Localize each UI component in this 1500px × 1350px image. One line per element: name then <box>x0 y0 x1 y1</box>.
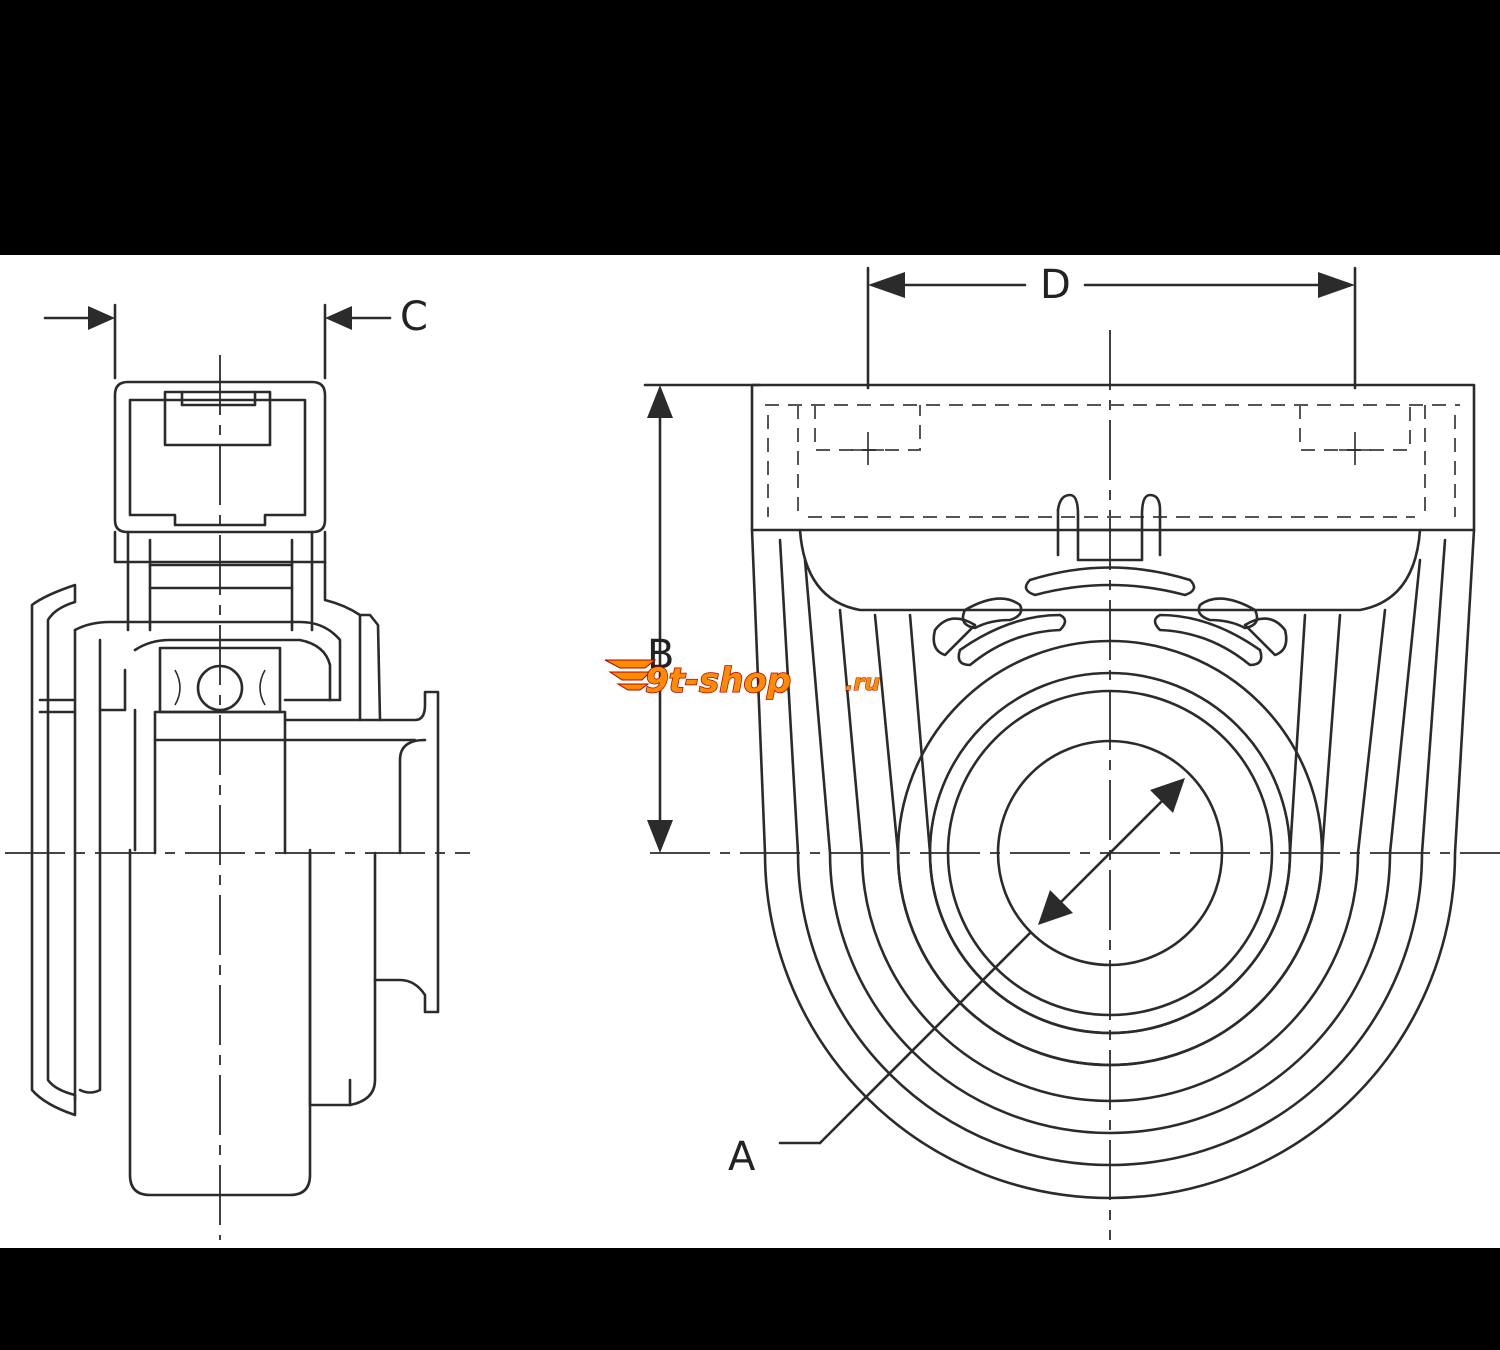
technical-drawing: C <box>0 255 1500 1248</box>
mounting-bar <box>750 383 1476 532</box>
dim-a-label: A <box>728 1134 756 1180</box>
bearing-outer-race <box>946 689 1274 1017</box>
dust-flinger-right <box>283 690 440 1014</box>
outer-ring-2 <box>928 671 1292 1035</box>
flinger-lip <box>38 698 77 714</box>
dimension-d: D <box>866 262 1357 390</box>
collar-inner <box>398 738 427 855</box>
top-black-band <box>0 0 1500 255</box>
front-view: D B <box>643 262 1500 1240</box>
dimension-c: C <box>43 294 428 380</box>
rubber-cushion-section <box>73 620 377 1197</box>
dim-b-label: B <box>647 632 674 678</box>
watermark-text: 9t-shop <box>645 661 791 701</box>
u-housing <box>750 493 1476 1200</box>
bearing-drawing-svg: C <box>5 262 1500 1240</box>
dim-d-label: D <box>1040 262 1071 308</box>
watermark-logo: 9t-shop .ru <box>604 659 880 702</box>
watermark-suffix: .ru <box>845 671 880 696</box>
dimension-a: A <box>728 778 1185 1180</box>
side-view: C <box>5 294 470 1240</box>
bearing-rings <box>896 639 1324 1067</box>
bottom-black-band <box>0 1248 1500 1350</box>
bearing-ball <box>196 664 244 712</box>
mount-bracket-section <box>113 380 382 722</box>
cushion-slots <box>932 566 1288 667</box>
dust-flinger-left <box>30 583 77 1117</box>
bore <box>996 739 1224 967</box>
dimension-b: B <box>643 383 762 853</box>
dim-c-label: C <box>400 294 428 340</box>
ball-bearing-section <box>133 638 332 855</box>
outer-ring-1 <box>896 639 1324 1067</box>
